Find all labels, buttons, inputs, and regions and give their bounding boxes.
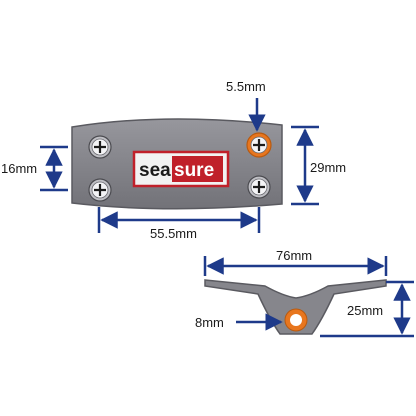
screw-bottom-left	[88, 178, 112, 202]
seasure-logo: sea sure	[132, 150, 230, 188]
hole-spacing-horizontal-dimension	[97, 207, 261, 233]
screw-bottom-right	[247, 175, 271, 199]
channel-hole	[290, 314, 302, 326]
logo-text-sure: sure	[174, 160, 214, 181]
hole-diameter-label: 5.5mm	[226, 79, 266, 94]
profile-width-label: 76mm	[276, 248, 312, 263]
top-view-plate: sea sure	[71, 118, 283, 210]
logo-text-sea: sea	[139, 160, 171, 181]
profile-height-dimension	[320, 280, 414, 338]
profile-width-dimension	[203, 256, 388, 276]
plate-height-dimension	[291, 125, 319, 206]
plate-height-label: 29mm	[310, 160, 346, 175]
channel-diameter-label: 8mm	[195, 315, 224, 330]
hole-spacing-vertical-label: 16mm	[1, 161, 37, 176]
screw-top-left	[88, 135, 112, 159]
screw-top-right-highlighted	[246, 132, 272, 158]
profile-height-label: 25mm	[347, 303, 383, 318]
hole-spacing-horizontal-label: 55.5mm	[150, 226, 197, 241]
hole-spacing-vertical-dimension	[40, 145, 68, 192]
